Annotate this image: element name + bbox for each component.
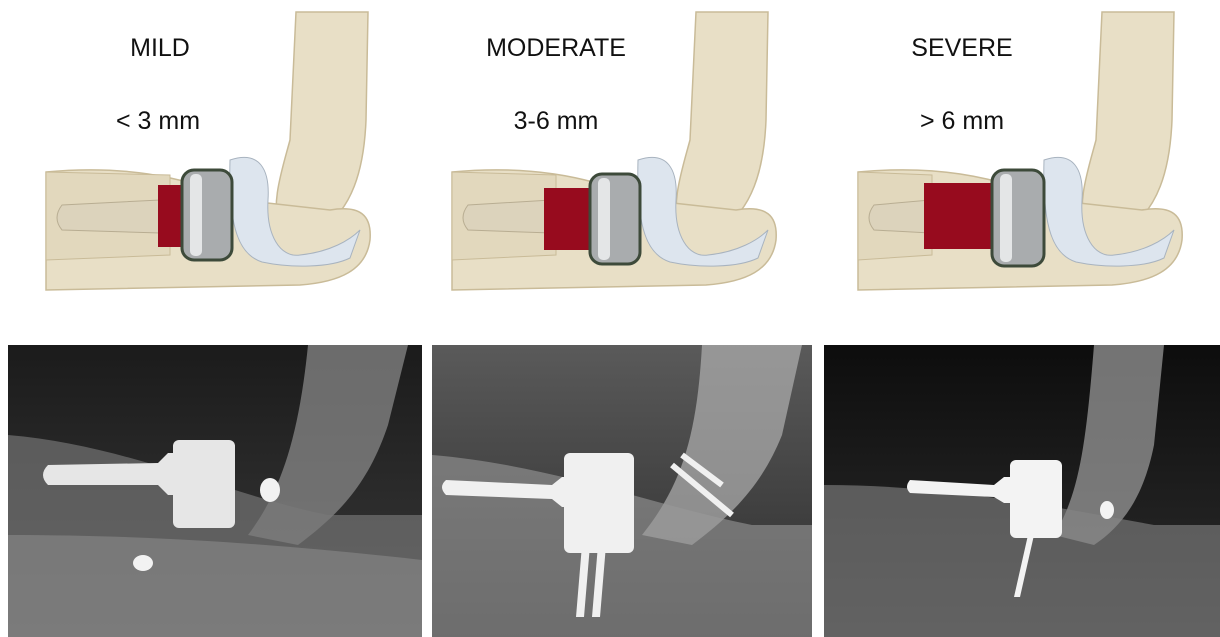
humerus-bone	[676, 12, 768, 230]
xray-image-mild	[8, 345, 422, 637]
xray-image-severe	[824, 345, 1220, 637]
implant-highlight	[190, 174, 202, 256]
spacer-block	[924, 183, 992, 249]
humerus-bone	[276, 12, 368, 230]
spacer-block	[158, 185, 182, 247]
humerus-bone	[1082, 12, 1174, 230]
diagram-panel-moderate: MODERATE 3-6 mm	[406, 0, 812, 318]
diagram-panel-severe: SEVERE > 6 mm	[812, 0, 1218, 318]
xray-image-moderate	[432, 345, 812, 637]
implant-head	[173, 440, 235, 528]
implant-head	[564, 453, 634, 553]
spacer-block	[544, 188, 590, 250]
implant-head	[590, 174, 640, 264]
implant-head	[992, 170, 1044, 266]
bone-marker	[133, 555, 153, 571]
stem-outline	[57, 200, 160, 233]
stem-outline	[463, 200, 551, 233]
bone-marker	[260, 478, 280, 502]
elbow-illustration	[812, 0, 1218, 318]
implant-head	[1010, 460, 1062, 538]
bone-marker	[1100, 501, 1114, 519]
implant-head	[182, 170, 232, 260]
elbow-illustration	[406, 0, 812, 318]
implant-highlight	[598, 178, 610, 260]
implant-highlight	[1000, 174, 1012, 262]
elbow-illustration	[0, 0, 406, 318]
diagram-panel-mild: MILD < 3 mm	[0, 0, 406, 318]
stem-outline	[869, 200, 930, 233]
